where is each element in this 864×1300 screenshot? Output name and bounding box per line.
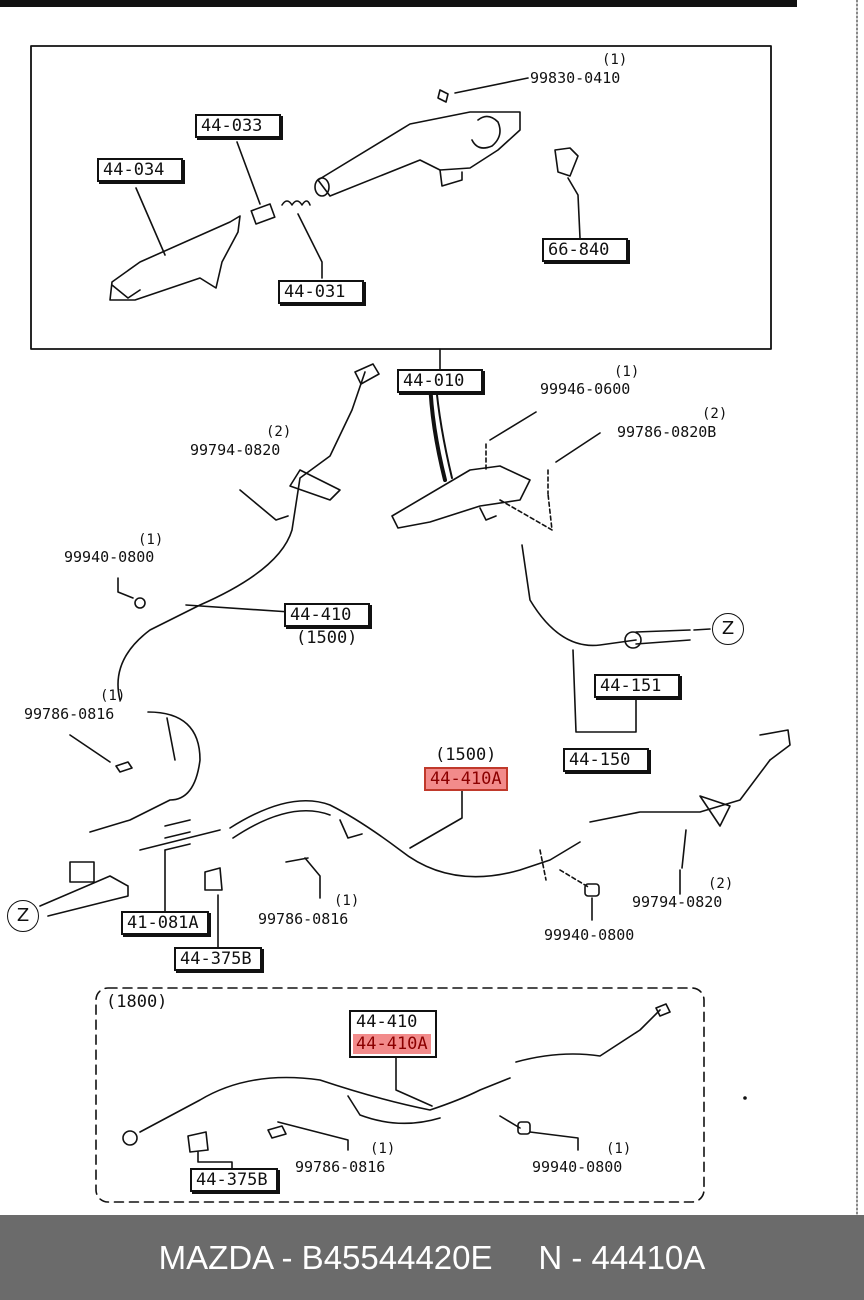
qty-99940-bottom: (1)	[606, 1141, 632, 1157]
part-99794-0820-upper[interactable]: 99794-0820	[190, 441, 281, 459]
part-99946-0600[interactable]: 99946-0600	[540, 380, 631, 398]
callout-66-840[interactable]: 66-840	[542, 238, 628, 262]
length-1500-mid: (1500)	[435, 745, 497, 765]
lever-main	[391, 465, 531, 529]
qty-99786-0816-bottom: (1)	[370, 1141, 396, 1157]
section-1800-frame	[95, 987, 705, 1203]
callout-41-081A[interactable]: 41-081A	[121, 911, 209, 935]
section-1800-label: (1800)	[106, 992, 168, 1012]
length-1500-upper: (1500)	[296, 628, 358, 648]
callout-44-410A-mid[interactable]: 44-410A	[424, 767, 508, 791]
callout-44-151[interactable]: 44-151	[594, 674, 680, 698]
qty-99830: (1)	[602, 52, 628, 68]
cable-44-410A-mid	[229, 799, 581, 878]
callout-44-033[interactable]: 44-033	[195, 114, 281, 138]
connector-z-right: Z	[712, 613, 744, 645]
qty-99946: (1)	[614, 364, 640, 380]
lever-detail	[317, 111, 521, 197]
callout-44-031[interactable]: 44-031	[278, 280, 364, 304]
callout-44-375B-mid[interactable]: 44-375B	[174, 947, 262, 971]
part-99940-0800-bottom[interactable]: 99940-0800	[532, 1158, 623, 1176]
footer-part-info: MAZDA - B45544420E N - 44410A	[158, 1238, 706, 1276]
cable-44-151	[521, 544, 637, 647]
qty-99940-upper: (1)	[138, 532, 164, 548]
cable-44-410A-bottom	[139, 1076, 511, 1133]
footer-bar: MAZDA - B45544420E N - 44410A	[0, 1215, 864, 1300]
part-99786-0816-bottom[interactable]: 99786-0816	[295, 1158, 386, 1176]
part-99786-0820B[interactable]: 99786-0820B	[617, 423, 717, 441]
spring-44-031	[281, 200, 311, 206]
callout-44-034[interactable]: 44-034	[97, 158, 183, 182]
qty-99794-upper: (2)	[266, 424, 292, 440]
part-99940-0800-mid[interactable]: 99940-0800	[544, 926, 635, 944]
qty-99794-right: (2)	[708, 876, 734, 892]
callout-44-410A-bottom[interactable]: 44-410A	[353, 1034, 431, 1054]
part-99786-0816-mid[interactable]: 99786-0816	[258, 910, 349, 928]
qty-99786-0816-left: (1)	[100, 688, 126, 704]
connector-z-left: Z	[7, 900, 39, 932]
qty-99786-0820B: (2)	[702, 406, 728, 422]
grip-44-034	[109, 215, 241, 301]
part-99940-0800-upper[interactable]: 99940-0800	[64, 548, 155, 566]
parking-brake-diagram	[0, 0, 858, 1215]
callout-44-375B-bottom[interactable]: 44-375B	[190, 1168, 278, 1192]
cable-44-410-upper	[117, 371, 366, 701]
callout-44-410-bottom: 44-410	[356, 1012, 418, 1032]
callout-44-410-upper[interactable]: 44-410	[284, 603, 370, 627]
callout-44-010[interactable]: 44-010	[397, 369, 483, 393]
callout-44-150[interactable]: 44-150	[563, 748, 649, 772]
qty-99786-0816-mid: (1)	[334, 893, 360, 909]
part-99830-0410[interactable]: 99830-0410	[530, 69, 621, 87]
part-99786-0816-left[interactable]: 99786-0816	[24, 705, 115, 723]
detail-frame	[30, 45, 772, 350]
button-44-033	[250, 203, 276, 225]
part-99794-0820-right[interactable]: 99794-0820	[632, 893, 723, 911]
